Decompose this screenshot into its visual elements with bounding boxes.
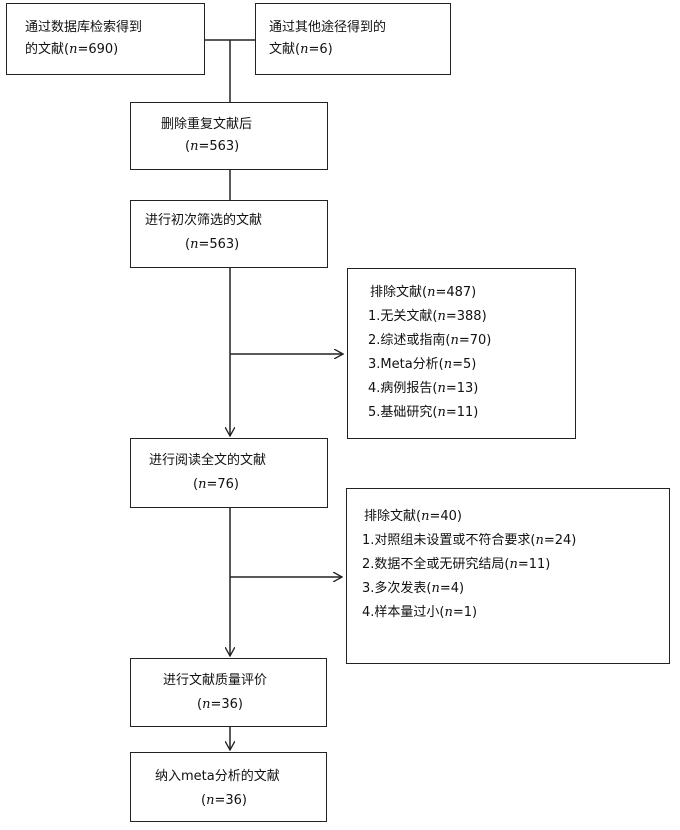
- box-after-dedup: 删除重复文献后 (n=563): [130, 102, 328, 170]
- box-screen-count: (n=563): [185, 237, 240, 252]
- box-included-line1: 纳入meta分析的文献: [155, 769, 280, 784]
- exclusion-2-item: 3.多次发表(n=4): [362, 581, 465, 596]
- box-included-count: (n=36): [201, 793, 247, 808]
- box-quality-assessment: 进行文献质量评价 (n=36): [130, 658, 327, 727]
- exclusion-2-list: 1.对照组未设置或不符合要求(n=24) 2.数据不全或无研究结局(n=11) …: [362, 529, 576, 625]
- box-other-line2: 文献(n=6): [269, 42, 333, 57]
- box-fulltext-count: (n=76): [193, 477, 239, 492]
- exclusion-1-item: 2.综述或指南(n=70): [368, 333, 492, 348]
- exclusion-2-title: 排除文献(n=40): [364, 509, 462, 524]
- exclusion-1-item: 3.Meta分析(n=5): [368, 357, 477, 372]
- box-db-line2: 的文献(n=690): [25, 42, 119, 57]
- box-quality-line1: 进行文献质量评价: [163, 673, 268, 688]
- box-dedup-line1: 删除重复文献后: [161, 117, 253, 132]
- box-dedup-count: (n=563): [185, 139, 240, 154]
- box-db-line1: 通过数据库检索得到: [25, 20, 143, 35]
- exclusion-2-item: 4.样本量过小(n=1): [362, 605, 478, 620]
- box-fulltext-line1: 进行阅读全文的文献: [149, 453, 267, 468]
- box-exclusion-2: 排除文献(n=40) 1.对照组未设置或不符合要求(n=24) 2.数据不全或无…: [346, 488, 670, 664]
- exclusion-1-list: 1.无关文献(n=388) 2.综述或指南(n=70) 3.Meta分析(n=5…: [368, 305, 491, 425]
- exclusion-1-title: 排除文献(n=487): [370, 285, 477, 300]
- exclusion-1-item: 1.无关文献(n=388): [368, 309, 487, 324]
- box-included-studies: 纳入meta分析的文献 (n=36): [130, 752, 327, 822]
- box-quality-count: (n=36): [197, 697, 243, 712]
- exclusion-1-item: 4.病例报告(n=13): [368, 381, 479, 396]
- box-fulltext-review: 进行阅读全文的文献 (n=76): [130, 438, 328, 508]
- exclusion-1-item: 5.基础研究(n=11): [368, 405, 479, 420]
- exclusion-2-item: 1.对照组未设置或不符合要求(n=24): [362, 533, 577, 548]
- box-other-line1: 通过其他途径得到的: [269, 20, 387, 35]
- box-initial-screening: 进行初次筛选的文献 (n=563): [130, 200, 328, 268]
- box-other-sources: 通过其他途径得到的 文献(n=6): [255, 3, 451, 75]
- box-exclusion-1: 排除文献(n=487) 1.无关文献(n=388) 2.综述或指南(n=70) …: [347, 268, 576, 439]
- box-screen-line1: 进行初次筛选的文献: [145, 213, 263, 228]
- exclusion-2-item: 2.数据不全或无研究结局(n=11): [362, 557, 551, 572]
- box-database-search: 通过数据库检索得到 的文献(n=690): [6, 3, 205, 75]
